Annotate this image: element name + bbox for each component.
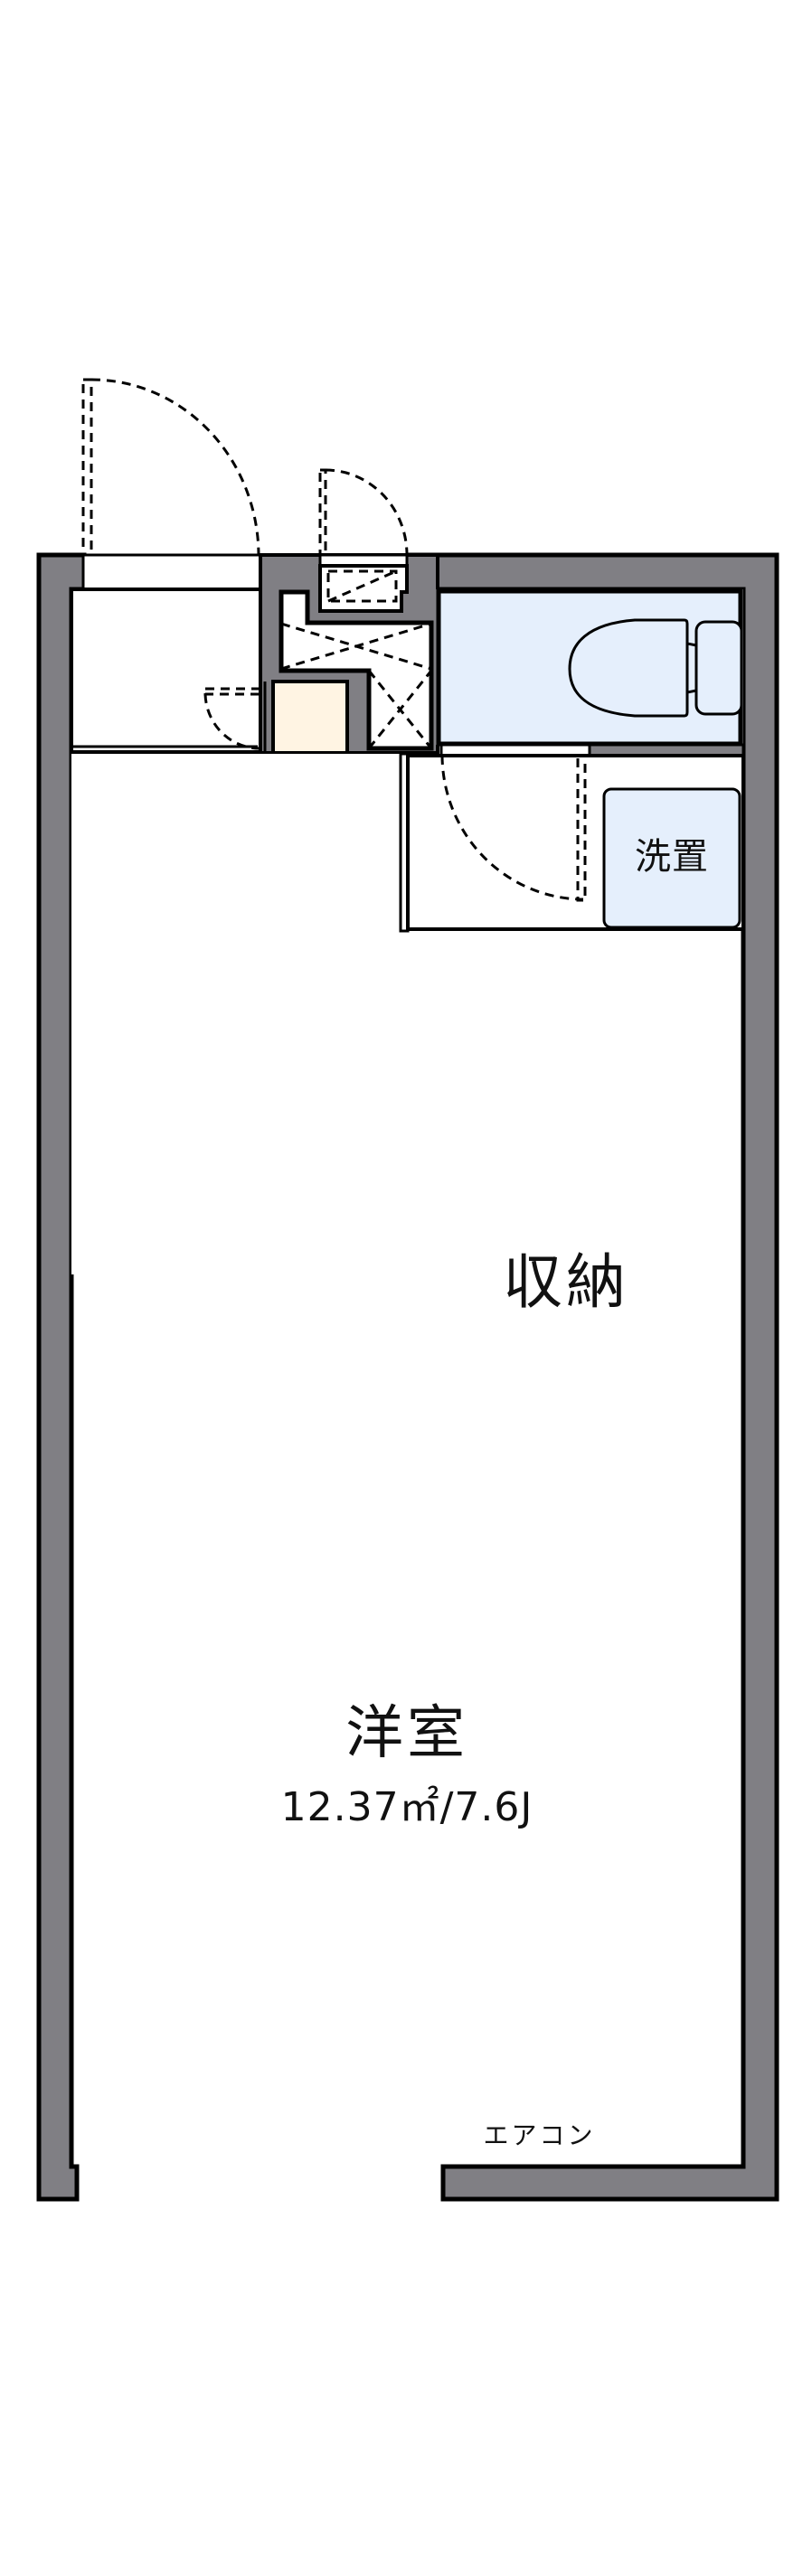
toilet-icon [568,618,743,718]
pipe-space-cross-icon [280,622,433,749]
door-swing-icon [318,468,409,557]
entrance-area [70,378,263,754]
hall-kitchen [71,752,410,1274]
washer-space-label: 洗置 [635,836,709,878]
storage-label: 収納 [503,1247,629,1317]
door-swing-icon [81,378,260,557]
shoe-storage [271,680,349,755]
meter-box-icon [326,569,398,603]
room-title: 洋室 [345,1700,468,1767]
shoe-pipe-block [203,468,439,755]
entrance-door-frame [81,553,262,591]
door-swing-icon [440,754,587,902]
genkan-floor [70,588,263,754]
toilet-room [436,588,745,757]
room-area: 12.37㎡/7.6J [280,1784,533,1830]
washer-space [602,787,741,929]
air-conditioner-label: エアコン [483,2120,596,2150]
washroom [406,754,745,931]
